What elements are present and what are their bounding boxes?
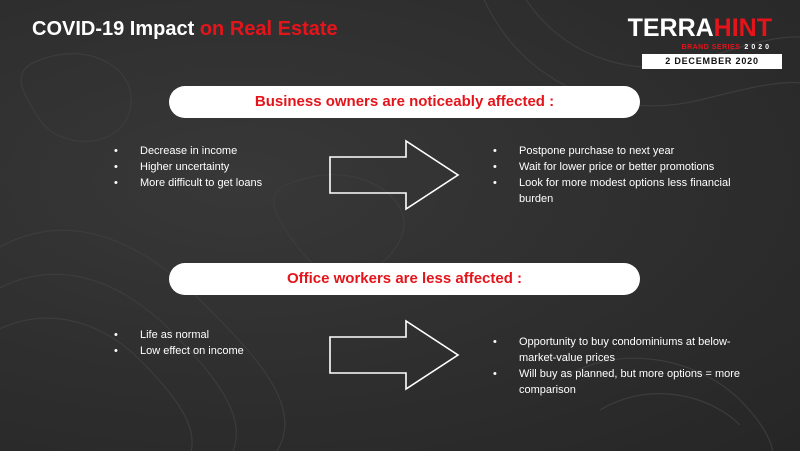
- list-item: Postpone purchase to next year: [493, 143, 763, 159]
- section-heading-business-owners: Business owners are noticeably affected …: [169, 86, 640, 118]
- list-item: Decrease in income: [114, 143, 314, 159]
- right-arrow-icon: [329, 139, 460, 211]
- title-main: COVID-19 Impact: [32, 18, 200, 40]
- logo-terra: TERRA: [627, 14, 714, 42]
- list-item: Will buy as planned, but more options = …: [493, 366, 743, 398]
- logo-year: 2020: [744, 44, 772, 51]
- page-title: COVID-19 Impact on Real Estate: [32, 18, 338, 41]
- list-item: More difficult to get loans: [114, 175, 314, 191]
- list-item: Low effect on income: [114, 343, 314, 359]
- list-item: Look for more modest options less financ…: [493, 175, 763, 207]
- section-heading-office-workers: Office workers are less affected :: [169, 263, 640, 295]
- event-date: 2 DECEMBER 2020: [642, 54, 782, 69]
- logo-series-label: BRAND SERIES: [681, 44, 741, 51]
- business-owners-impacts-list: Decrease in income Higher uncertainty Mo…: [114, 143, 314, 191]
- right-arrow-icon: [329, 319, 460, 391]
- title-accent: on Real Estate: [199, 18, 338, 40]
- logo-wordmark: TERRAHINT: [628, 14, 772, 42]
- list-item: Life as normal: [114, 327, 314, 343]
- office-workers-impacts-list: Life as normal Low effect on income: [114, 327, 314, 359]
- list-item: Wait for lower price or better promotion…: [493, 159, 763, 175]
- office-workers-responses-list: Opportunity to buy condominiums at below…: [493, 334, 743, 398]
- list-item: Opportunity to buy condominiums at below…: [493, 334, 743, 366]
- list-item: Higher uncertainty: [114, 159, 314, 175]
- logo-hint: HINT: [713, 14, 772, 42]
- business-owners-responses-list: Postpone purchase to next year Wait for …: [493, 143, 763, 207]
